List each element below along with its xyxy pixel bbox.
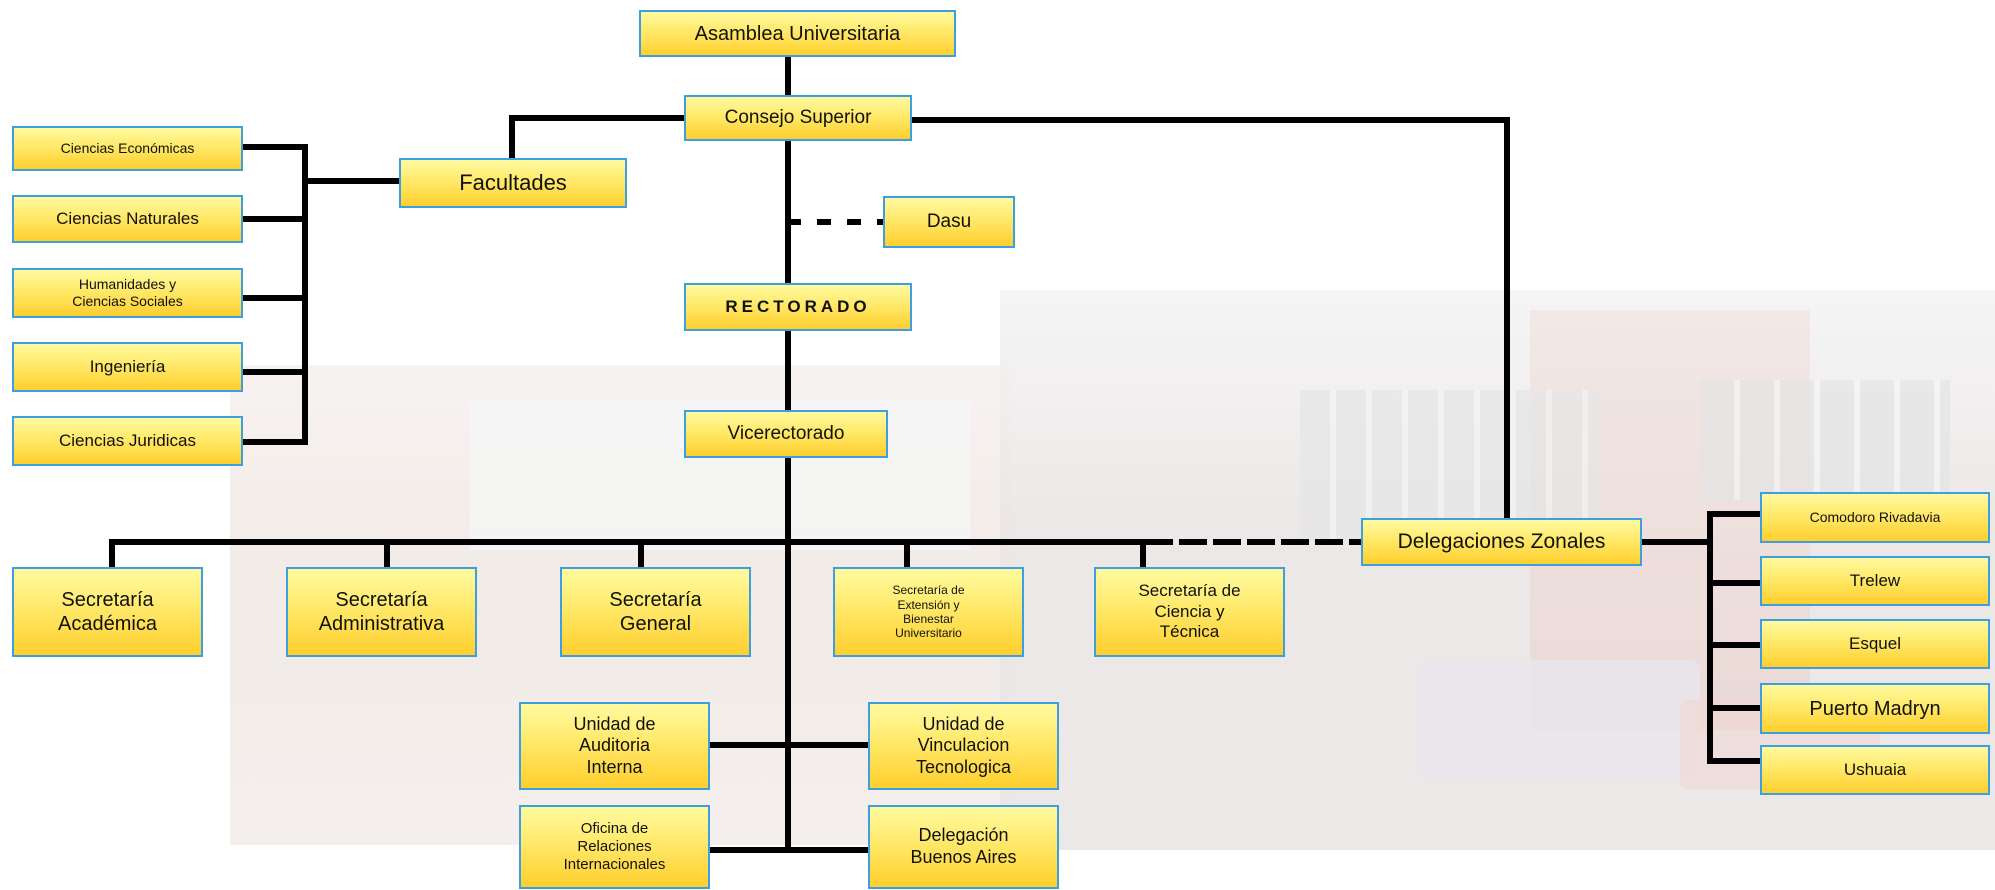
consejo-facultades-link <box>509 115 693 165</box>
secretaria-general-box: Secretaría General <box>560 567 751 657</box>
consejo-delegaciones-link <box>907 117 1510 523</box>
faculty-humanidades-box: Humanidades y Ciencias Sociales <box>12 268 243 318</box>
oficina-relaciones-box: Oficina de Relaciones Internacionales <box>519 805 710 889</box>
rectorado-box: RECTORADO <box>684 283 912 331</box>
zona-ushuaia-box: Ushuaia <box>1760 745 1990 795</box>
zona-esquel-box: Esquel <box>1760 619 1990 669</box>
faculty-economicas-box: Ciencias Económicas <box>12 126 243 171</box>
faculty-juridicas-box: Ciencias Juridicas <box>12 416 243 466</box>
secretaria-academica-box: Secretaría Académica <box>12 567 203 657</box>
zona-trelew-box: Trelew <box>1760 556 1990 606</box>
unidad-auditoria-box: Unidad de Auditoria Interna <box>519 702 710 790</box>
dasu-box: Dasu <box>883 196 1015 248</box>
facultades-box: Facultades <box>399 158 627 208</box>
secretaria-extension-box: Secretaría de Extensión y Bienestar Univ… <box>833 567 1024 657</box>
unidad-vinculacion-box: Unidad de Vinculacion Tecnologica <box>868 702 1059 790</box>
asamblea-box: Asamblea Universitaria <box>639 10 956 57</box>
delegacion-buenos-aires-box: Delegación Buenos Aires <box>868 805 1059 889</box>
faculty-naturales-box: Ciencias Naturales <box>12 195 243 243</box>
secretaria-administrativa-box: Secretaría Administrativa <box>286 567 477 657</box>
vicerrectorado-box: Vicerectorado <box>684 410 888 458</box>
consejo-box: Consejo Superior <box>684 95 912 141</box>
faculty-ingenieria-box: Ingeniería <box>12 342 243 392</box>
zona-madryn-box: Puerto Madryn <box>1760 683 1990 734</box>
delegaciones-zonales-box: Delegaciones Zonales <box>1361 518 1642 566</box>
zona-comodoro-box: Comodoro Rivadavia <box>1760 492 1990 543</box>
secretaria-ciencia-box: Secretaría de Ciencia y Técnica <box>1094 567 1285 657</box>
